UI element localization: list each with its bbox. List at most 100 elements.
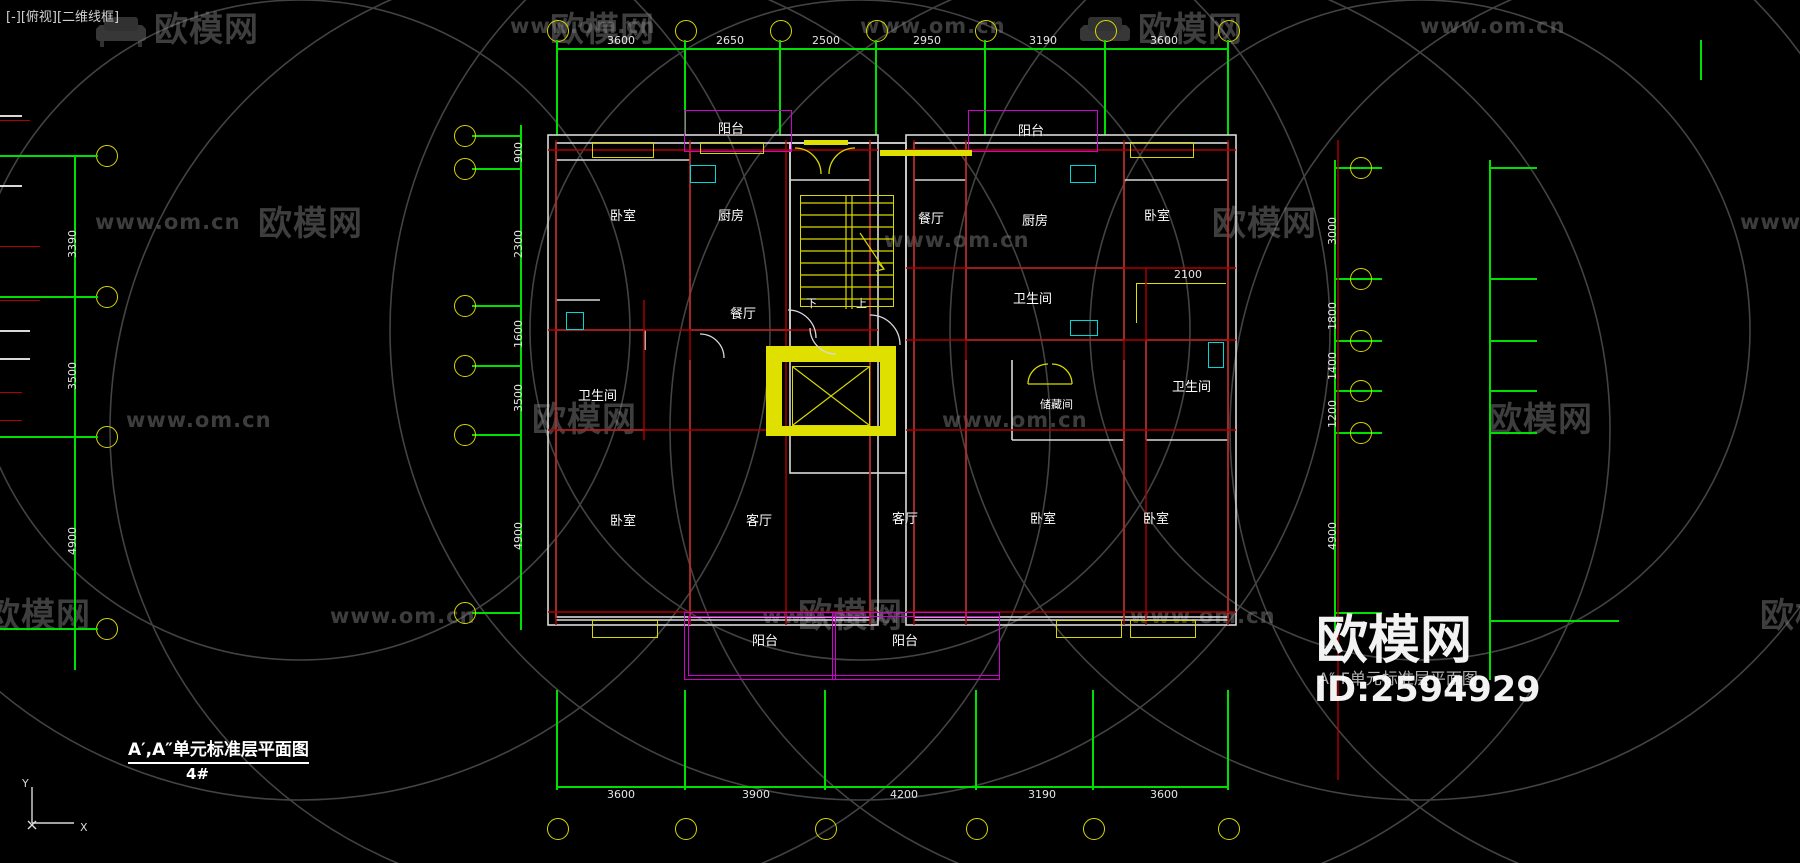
svg-text:Y: Y xyxy=(21,777,29,790)
leader-line xyxy=(1136,283,1226,285)
room-label-bathroom: 卫生间 xyxy=(1172,380,1212,395)
room-label-dining: 餐厅 xyxy=(730,307,757,322)
grid-line xyxy=(556,40,558,135)
grid-tick xyxy=(1489,432,1537,434)
grid-axis-horizontal xyxy=(0,628,76,630)
sink-fixture xyxy=(1208,342,1224,368)
room-label-balcony: 阳台 xyxy=(1018,124,1045,139)
wall-segment xyxy=(0,115,22,117)
grid-tick xyxy=(76,436,98,438)
grid-line xyxy=(684,40,686,135)
center-line xyxy=(0,246,40,247)
dimension-value: 3190 xyxy=(1028,788,1056,801)
grid-tick xyxy=(1489,167,1537,169)
center-line xyxy=(0,120,30,121)
grid-bubble[interactable] xyxy=(815,818,837,840)
grid-tick xyxy=(1334,612,1382,614)
grid-bubble[interactable] xyxy=(1350,330,1372,352)
grid-line xyxy=(1092,690,1094,790)
elevator-cross xyxy=(792,366,870,426)
grid-tick xyxy=(76,296,98,298)
grid-axis-top xyxy=(556,48,1228,50)
grid-bubble[interactable] xyxy=(454,355,476,377)
grid-line xyxy=(556,690,558,790)
room-label-kitchen: 厨房 xyxy=(718,209,745,224)
grid-bubble[interactable] xyxy=(866,20,888,42)
grid-tick xyxy=(472,365,522,367)
grid-bubble[interactable] xyxy=(675,818,697,840)
center-line xyxy=(0,392,22,393)
grid-tick xyxy=(472,612,522,614)
grid-bubble[interactable] xyxy=(547,818,569,840)
viewport-label[interactable]: [-][俯视][二维线框] xyxy=(6,10,120,25)
plan-title: A′,A″单元标准层平面图 xyxy=(128,740,309,764)
window-symbol xyxy=(1056,620,1122,638)
wall-segment xyxy=(0,330,30,332)
grid-bubble[interactable] xyxy=(675,20,697,42)
grid-bubble[interactable] xyxy=(966,818,988,840)
dimension-value: 3600 xyxy=(607,788,635,801)
grid-bubble[interactable] xyxy=(454,125,476,147)
grid-bubble[interactable] xyxy=(1095,20,1117,42)
grid-line xyxy=(684,690,686,790)
balcony-outline xyxy=(688,616,1000,676)
grid-tick xyxy=(76,628,98,630)
dimension-value: 2500 xyxy=(812,34,840,47)
grid-bubble[interactable] xyxy=(1350,157,1372,179)
center-line xyxy=(0,420,22,421)
grid-bubble[interactable] xyxy=(975,20,997,42)
grid-line xyxy=(1700,40,1702,80)
grid-tick xyxy=(472,135,522,137)
grid-bubble[interactable] xyxy=(1350,268,1372,290)
grid-bubble[interactable] xyxy=(454,295,476,317)
balcony-outline xyxy=(684,110,792,152)
center-line xyxy=(0,300,40,301)
dimension-value: 2950 xyxy=(913,34,941,47)
grid-tick xyxy=(76,155,98,157)
dimension-value: 2650 xyxy=(716,34,744,47)
room-label-bathroom: 卫生间 xyxy=(1013,292,1053,307)
dimension-value: 3600 xyxy=(1150,788,1178,801)
grid-line xyxy=(875,40,877,135)
grid-tick xyxy=(1489,390,1537,392)
elevator-wall xyxy=(766,346,782,436)
grid-bubble[interactable] xyxy=(1218,818,1240,840)
elevator-wall xyxy=(766,426,896,436)
stair-direction-down: 下 xyxy=(806,297,817,310)
grid-line xyxy=(824,690,826,790)
grid-bubble[interactable] xyxy=(1350,422,1372,444)
grid-tick xyxy=(1489,340,1537,342)
room-label-bedroom: 卧室 xyxy=(1030,512,1057,527)
grid-bubble[interactable] xyxy=(1350,380,1372,402)
grid-axis-horizontal xyxy=(0,436,76,438)
dimension-value: 3600 xyxy=(1150,34,1178,47)
room-label-balcony: 阳台 xyxy=(718,122,745,137)
wall-segment xyxy=(0,358,30,360)
room-label-bedroom: 卧室 xyxy=(610,209,637,224)
room-label-storage: 储藏间 xyxy=(1040,398,1073,411)
dimension-value: 3900 xyxy=(742,788,770,801)
dimension-callout: 2100 xyxy=(1174,268,1202,281)
grid-bubble[interactable] xyxy=(1218,20,1240,42)
room-label-dining: 餐厅 xyxy=(918,212,945,227)
room-label-kitchen: 厨房 xyxy=(1022,214,1049,229)
window-symbol xyxy=(1130,142,1194,158)
room-label-bedroom: 卧室 xyxy=(1143,512,1170,527)
door-swing-arcs xyxy=(699,147,901,359)
grid-tick xyxy=(472,305,522,307)
grid-axis-vertical xyxy=(74,155,76,670)
dimension-value: 3600 xyxy=(607,34,635,47)
door-symbol xyxy=(804,140,848,145)
room-label-balcony: 阳台 xyxy=(752,634,779,649)
grid-bubble[interactable] xyxy=(770,20,792,42)
window-symbol xyxy=(592,142,654,158)
storage-door-arcs xyxy=(1027,363,1073,385)
grid-bubble[interactable] xyxy=(454,602,476,624)
grid-bubble[interactable] xyxy=(454,158,476,180)
elevator-car xyxy=(792,366,870,426)
grid-bubble[interactable] xyxy=(1083,818,1105,840)
grid-bubble[interactable] xyxy=(454,424,476,446)
room-label-bedroom: 卧室 xyxy=(1144,209,1171,224)
grid-bubble[interactable] xyxy=(547,20,569,42)
